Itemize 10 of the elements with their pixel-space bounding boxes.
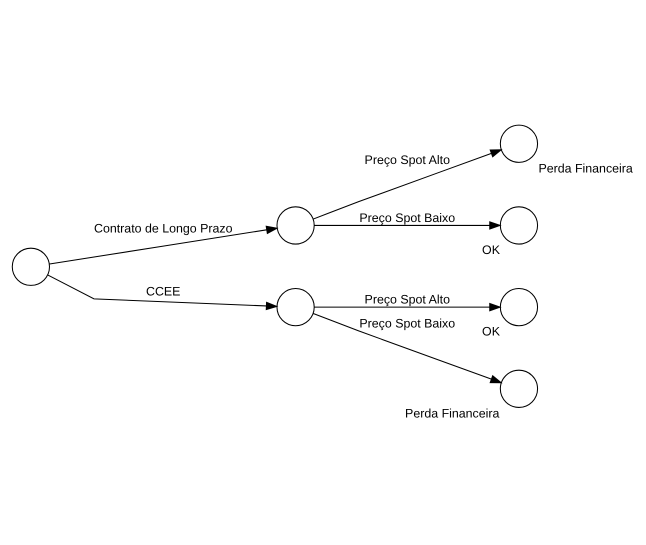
node-label: Perda Financeira: [538, 160, 633, 175]
edge-label: Preço Spot Baixo: [359, 210, 456, 224]
edge-label: Preço Spot Baixo: [359, 316, 456, 330]
edge-label: Preço Spot Alto: [364, 152, 450, 167]
edge-label: CCEE: [146, 284, 180, 298]
edge-label: Contrato de Longo Prazo: [94, 220, 232, 235]
node-label: OK: [482, 242, 500, 256]
node-label: Perda Financeira: [405, 406, 500, 420]
node-label: OK: [482, 324, 500, 338]
edge-label: Preço Spot Alto: [364, 292, 450, 306]
